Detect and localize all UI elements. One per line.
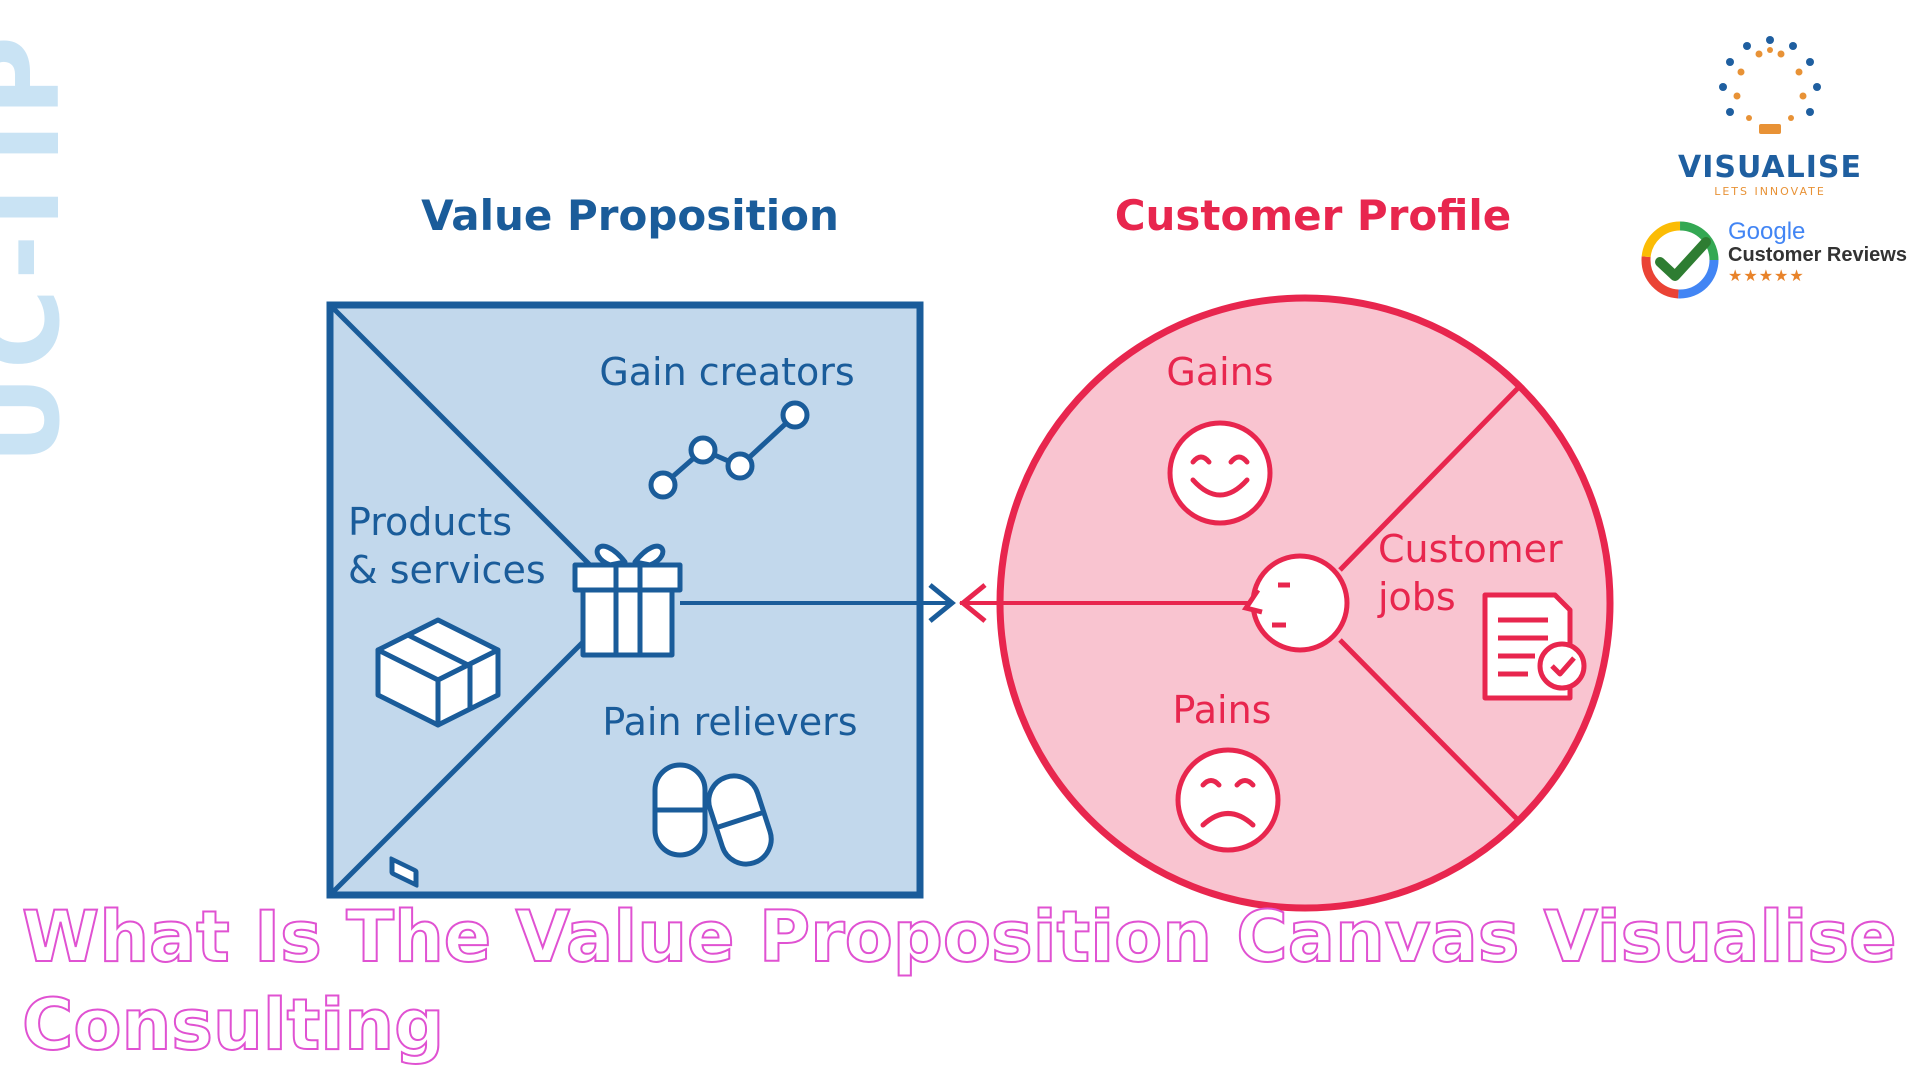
google-check-icon (1641, 221, 1719, 299)
pains-label: Pains (1173, 688, 1272, 732)
customer-face-icon (1241, 553, 1350, 653)
customer-profile-title: Customer Profile (1115, 191, 1512, 240)
page-heading: What Is The Value Proposition Canvas Vis… (21, 895, 1898, 1067)
value-map-diagonal-top (331, 306, 602, 577)
google-reviews-badge: Google Customer Reviews ★★★★★ (1638, 218, 1907, 302)
fit-arrow-head-blue (928, 583, 956, 623)
brand-tagline: LETS INNOVATE (1714, 185, 1826, 198)
box-icon (375, 617, 501, 888)
value-proposition-title: Value Proposition (421, 191, 839, 240)
frown-icon (1175, 747, 1281, 853)
gain-creators-trend-icon (648, 400, 810, 500)
gift-icon (572, 543, 683, 658)
products-services-label-line1: Products (348, 500, 512, 544)
pain-relievers-label: Pain relievers (602, 700, 857, 744)
checklist-document-icon (1482, 592, 1587, 701)
brand-logo: VISUALISE LETS INNOVATE (1670, 32, 1870, 198)
circle-divider-lower (1338, 638, 1522, 824)
rating-stars: ★★★★★ (1728, 266, 1805, 285)
customer-jobs-label-line2: jobs (1377, 575, 1456, 619)
gain-creators-label: Gain creators (599, 350, 854, 394)
customer-jobs-label-line1: Customer (1378, 527, 1563, 571)
circle-divider-upper (1338, 384, 1522, 572)
fit-arrow-head-red (959, 583, 987, 623)
google-wordmark: Google (1728, 218, 1806, 245)
pills-icon (652, 762, 774, 867)
value-map-diagonal-bottom (331, 623, 602, 894)
brand-name: VISUALISE (1677, 150, 1863, 185)
gains-label: Gains (1166, 350, 1273, 394)
customer-reviews-label: Customer Reviews (1728, 244, 1907, 266)
products-services-label-line2: & services (348, 548, 546, 592)
smiley-icon (1167, 420, 1273, 526)
brand-sun-icon (1719, 36, 1821, 134)
